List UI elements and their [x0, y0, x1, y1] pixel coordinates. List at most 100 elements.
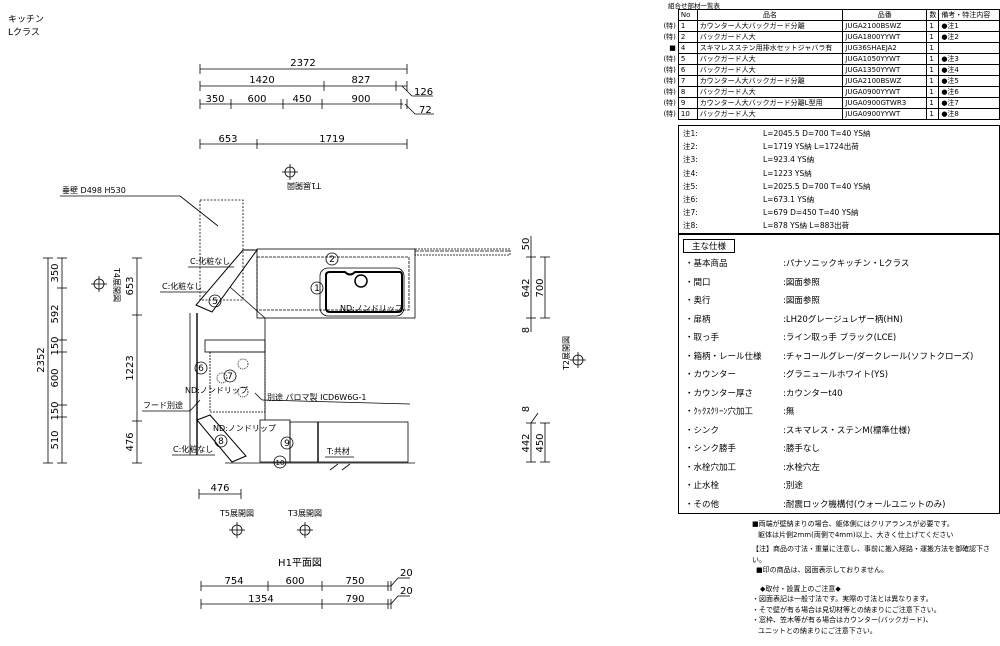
dim-1719: 1719: [319, 134, 344, 145]
spec-row: ・箱柄・レール仕様 :チャコールグレー/ダークレール(ソフトクローズ): [679, 350, 999, 369]
hanging-wall-label: 垂壁 D498 H530: [62, 185, 126, 195]
spec-key: ・その他: [685, 499, 720, 510]
cell-qty: 1: [926, 31, 940, 43]
view-marker-t3: T3展開図: [287, 509, 322, 538]
balloon-7: 7: [227, 372, 233, 382]
dim-653-left: 653: [125, 276, 136, 295]
cell-prefix: (特): [663, 88, 676, 96]
cell-note: ●注6: [938, 86, 1000, 98]
cell-no: 8: [677, 86, 698, 98]
dim-1354: 1354: [248, 594, 273, 605]
spec-row: ・扉柄:LH20グレージュレザー柄(HN): [679, 313, 999, 332]
spec-value: :カウンターt40: [783, 388, 843, 399]
view-label-t5: T5展開図: [219, 509, 254, 518]
spec-value: :チャコールグレー/ダークレール(ソフトクローズ): [783, 351, 974, 362]
dim-8-b: 8: [521, 406, 532, 412]
dim-754: 754: [224, 576, 243, 587]
note-key: 注3:: [683, 155, 698, 165]
footer-line-2: 躯体は片側2mm(両側で4mm)以上、大きく仕上げてください: [758, 530, 954, 539]
cell-qty: 1: [926, 42, 940, 54]
spec-row: ・水栓穴加工:水栓穴左: [679, 461, 999, 480]
spec-key: ・取っ手: [685, 333, 720, 343]
cooktop-burners: [216, 358, 249, 398]
spec-key: ・水栓穴加工: [685, 462, 737, 473]
spec-value: :LH20グレージュレザー柄(HN): [783, 314, 903, 325]
dim-600-bottom: 600: [285, 576, 304, 587]
balloon-5: 5: [212, 297, 218, 307]
cell-code: JUGA2100BSWZ: [842, 75, 928, 87]
cell-note: ●注8: [938, 108, 1000, 120]
note-value: L=1223 YS納: [763, 168, 812, 178]
cell-no: 5: [677, 53, 698, 65]
view-label-t4: T4展開図: [112, 267, 121, 302]
cell-note: ●注2: [938, 31, 1000, 43]
col-no: No: [677, 9, 698, 21]
top-dimensions: [199, 64, 434, 149]
dim-700: 700: [535, 278, 546, 297]
view-label-t3: T3展開図: [287, 509, 322, 518]
spec-value: :勝手なし: [783, 444, 820, 454]
note-value: L=2045.5 D=700 T=40 YS納: [763, 129, 871, 139]
dim-827: 827: [351, 75, 370, 86]
view-marker-t1: T1展開図: [282, 164, 322, 190]
dim-1420: 1420: [249, 75, 274, 86]
cell-prefix: ■: [669, 44, 676, 52]
right-dimensions: [526, 236, 550, 463]
note-key: 注7:: [683, 208, 698, 218]
footer-line-7: ・そで壁が有る場合は見切材等との納まりにご注意下さい。: [752, 605, 941, 614]
spec-key: ・ｸｯｸｽｸﾘｰﾝ穴加工: [685, 407, 754, 417]
cell-no: 7: [677, 75, 698, 87]
dim-750: 750: [345, 576, 364, 587]
view-label-t1: T1展開図: [287, 181, 322, 190]
cell-no: 1: [677, 20, 698, 32]
spec-key: ・シンク: [685, 425, 720, 436]
spec-row: ・カウンター厚さ:カウンターt40: [679, 387, 999, 406]
dim-2352: 2352: [36, 347, 47, 372]
label-c-no-finish-2: C:化粧なし: [162, 281, 202, 291]
specs-box: 主な仕様 ・基本商品:パナソニックキッチン・Lクラス・間口:図面参照・奥行:図面…: [678, 233, 1000, 514]
label-same-material: T:共材: [326, 446, 350, 456]
dim-72: 72: [419, 105, 432, 116]
col-qty: 数: [926, 9, 940, 21]
cell-no: 9: [677, 97, 698, 109]
cell-code: JUGA0900GTWR3: [842, 97, 928, 109]
cell-note: ●注1: [938, 20, 1000, 32]
label-hood: フード別途: [143, 400, 183, 410]
cell-qty: 1: [926, 108, 940, 120]
dim-20-a: 20: [400, 568, 413, 579]
parts-table-caption: 組合せ部材一覧表: [668, 2, 720, 10]
cell-qty: 1: [926, 64, 940, 76]
spec-row: ・シンク勝手:勝手なし: [679, 442, 999, 461]
view-marker-t2: T2展開図: [562, 336, 586, 371]
spec-row: ・止水栓:別途: [679, 479, 999, 498]
cell-no: 6: [677, 64, 698, 76]
dim-350-left: 350: [50, 263, 61, 282]
spec-row: ・間口:図面参照: [679, 276, 999, 295]
spec-key: ・箱柄・レール仕様: [685, 351, 762, 362]
note-row: 注3:L=923.4 YS納: [679, 153, 999, 166]
dim-150-a: 150: [50, 336, 61, 355]
balloon-8: 8: [218, 437, 224, 447]
cell-prefix: (特): [663, 33, 676, 41]
parts-table-header: No 品名 品番 数 備考・特注内容: [660, 9, 1000, 21]
document-title: キッチン Lクラス: [8, 14, 44, 40]
balloon-1: 1: [314, 284, 320, 294]
dim-653: 653: [218, 134, 237, 145]
footer-line-3: 【注】商品の寸法・重量に注意し、事前に搬入経路・運搬方法を御確認下さい。: [752, 545, 990, 564]
dim-450-right: 450: [535, 433, 546, 452]
dim-476-left: 476: [125, 432, 136, 451]
part-balloons: 1 2 5 6 7 8 9 10: [194, 252, 339, 469]
dim-600-left: 600: [50, 368, 61, 387]
note-value: L=878 YS納 L=883出荷: [763, 221, 850, 231]
cell-prefix: (特): [663, 22, 676, 30]
cell-name: カウンター人大バックガード分離: [696, 20, 844, 32]
dim-8-a: 8: [521, 327, 532, 333]
cell-name: バックガード人大: [696, 86, 844, 98]
balloon-10: 10: [276, 459, 285, 467]
cell-name: バックガード人大: [696, 108, 844, 120]
dim-350: 350: [205, 94, 224, 105]
note-value: L=673.1 YS納: [763, 195, 815, 205]
sink: [319, 267, 405, 317]
